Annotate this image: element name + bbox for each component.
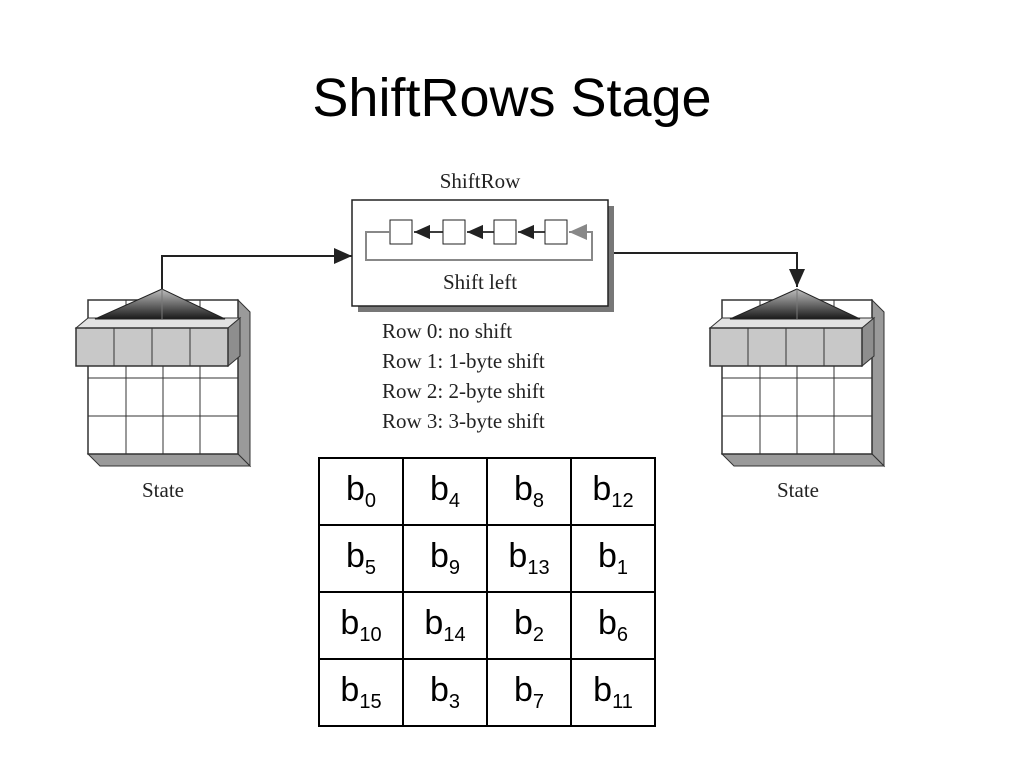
byte-cell-index: 8 (532, 490, 545, 512)
byte-cell: b13 (486, 524, 572, 593)
byte-cell: b9 (402, 524, 488, 593)
state-label-right: State (777, 478, 819, 502)
byte-cell-base: b (345, 537, 365, 575)
shift-rules: Row 0: no shift Row 1: 1-byte shift Row … (382, 316, 642, 436)
byte-cell-index: 5 (364, 557, 377, 579)
byte-cell-index: 10 (359, 624, 382, 646)
byte-cell-base: b (340, 671, 360, 709)
byte-cell-base: b (508, 537, 528, 575)
byte-cell-index: 7 (532, 691, 545, 713)
shiftrow-box: Shift left (351, 199, 614, 312)
byte-cell: b11 (570, 658, 656, 727)
byte-cell: b3 (402, 658, 488, 727)
byte-box (442, 219, 466, 245)
shift-rule-row1: Row 1: 1-byte shift (382, 349, 545, 373)
byte-cell: b14 (402, 591, 488, 660)
byte-box (493, 219, 517, 245)
byte-cell: b6 (570, 591, 656, 660)
byte-cell-index: 15 (359, 691, 382, 713)
byte-cell: b1 (570, 524, 656, 593)
shift-rule-row2: Row 2: 2-byte shift (382, 379, 545, 403)
byte-cell-base: b (429, 537, 449, 575)
byte-cell-index: 3 (448, 691, 461, 713)
byte-cell-index: 2 (532, 624, 545, 646)
byte-cell-index: 11 (612, 691, 633, 713)
byte-cell-index: 6 (616, 624, 629, 646)
byte-cell-index: 12 (611, 490, 634, 512)
byte-cell-base: b (429, 671, 449, 709)
slide-title: ShiftRows Stage (312, 68, 712, 128)
byte-cell: b8 (486, 457, 572, 526)
byte-cell: b10 (318, 591, 404, 660)
byte-cell: b0 (318, 457, 404, 526)
byte-cell: b2 (486, 591, 572, 660)
state-block-left (74, 288, 252, 468)
byte-cell-index: 4 (448, 490, 461, 512)
byte-box (544, 219, 568, 245)
byte-cell-base: b (424, 604, 444, 642)
byte-cell: b4 (402, 457, 488, 526)
output-arrow (610, 252, 805, 287)
shift-rule-row0: Row 0: no shift (382, 319, 513, 343)
byte-cell-base: b (513, 671, 533, 709)
shift-rule-row3: Row 3: 3-byte shift (382, 409, 545, 433)
state-block-right (708, 288, 886, 468)
byte-cell-index: 0 (364, 490, 377, 512)
byte-cell-index: 14 (443, 624, 466, 646)
byte-cell-base: b (592, 470, 612, 508)
byte-cell-base: b (513, 470, 533, 508)
byte-cell-index: 9 (448, 557, 461, 579)
byte-cell: b15 (318, 658, 404, 727)
byte-cell-index: 1 (616, 557, 629, 579)
byte-cell-index: 13 (527, 557, 550, 579)
byte-cell-base: b (597, 604, 617, 642)
state-label-left: State (142, 478, 184, 502)
byte-cell: b12 (570, 457, 656, 526)
byte-cell-base: b (597, 537, 617, 575)
byte-cell: b5 (318, 524, 404, 593)
byte-cell-base: b (340, 604, 360, 642)
byte-cell-base: b (513, 604, 533, 642)
input-arrow (161, 248, 352, 289)
byte-cell-base: b (593, 671, 613, 709)
byte-cell: b7 (486, 658, 572, 727)
byte-box (389, 219, 413, 245)
byte-cell-base: b (345, 470, 365, 508)
byte-cell-base: b (429, 470, 449, 508)
shiftrow-caption: ShiftRow (440, 169, 521, 193)
shift-left-label: Shift left (443, 270, 517, 294)
